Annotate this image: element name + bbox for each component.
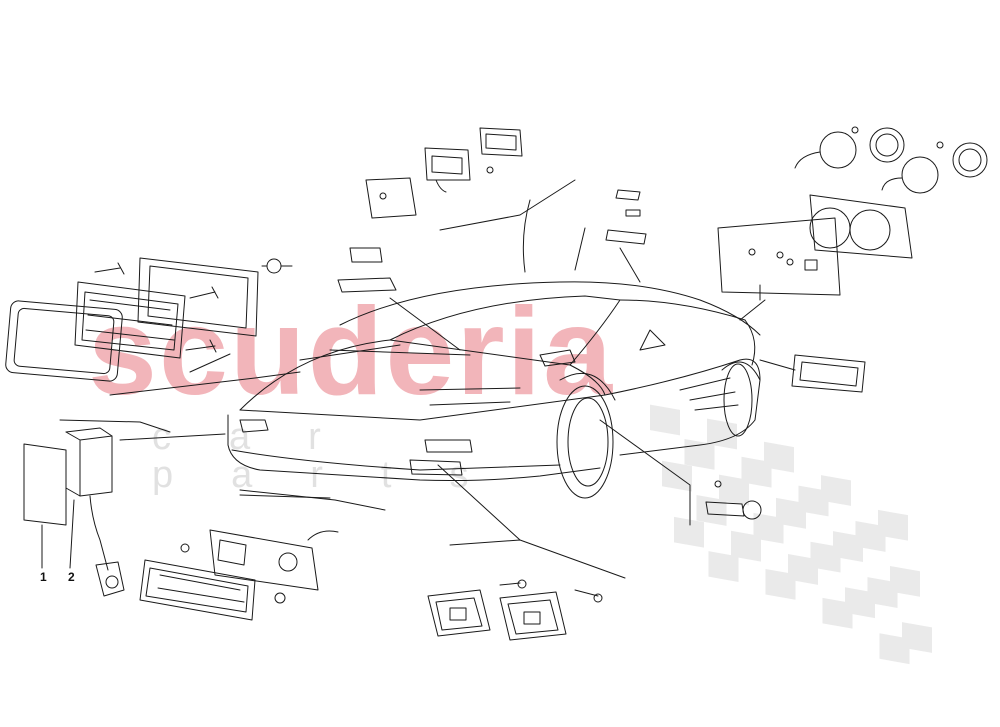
callout-1: 1 [40, 570, 47, 584]
indicator-lamp [139, 489, 386, 621]
watermark-tagline: car parts [152, 416, 527, 496]
rear-light-cluster [717, 126, 988, 321]
flag-square [719, 474, 749, 506]
front-turn-signal-pair [59, 419, 331, 499]
flag-square [650, 404, 680, 436]
callout-2: 2 [68, 570, 75, 584]
headlight-assembly [5, 257, 301, 396]
roof-lamp [337, 127, 576, 351]
flag-square [674, 516, 704, 548]
flag-square [765, 569, 796, 600]
flag-square [753, 512, 784, 544]
flag-square [708, 551, 739, 582]
side-marker-lamp [759, 354, 866, 393]
flag-square [822, 597, 853, 629]
fog-lamp-housing [427, 464, 626, 641]
flag-square [741, 456, 772, 488]
car-body [227, 281, 761, 499]
flag-square [707, 418, 737, 450]
license-plate-lamp [574, 189, 647, 283]
flag-square [879, 633, 910, 665]
flag-square [731, 530, 761, 562]
flag-square [684, 438, 715, 470]
interior-lamp [599, 419, 762, 526]
control-unit [23, 427, 125, 597]
